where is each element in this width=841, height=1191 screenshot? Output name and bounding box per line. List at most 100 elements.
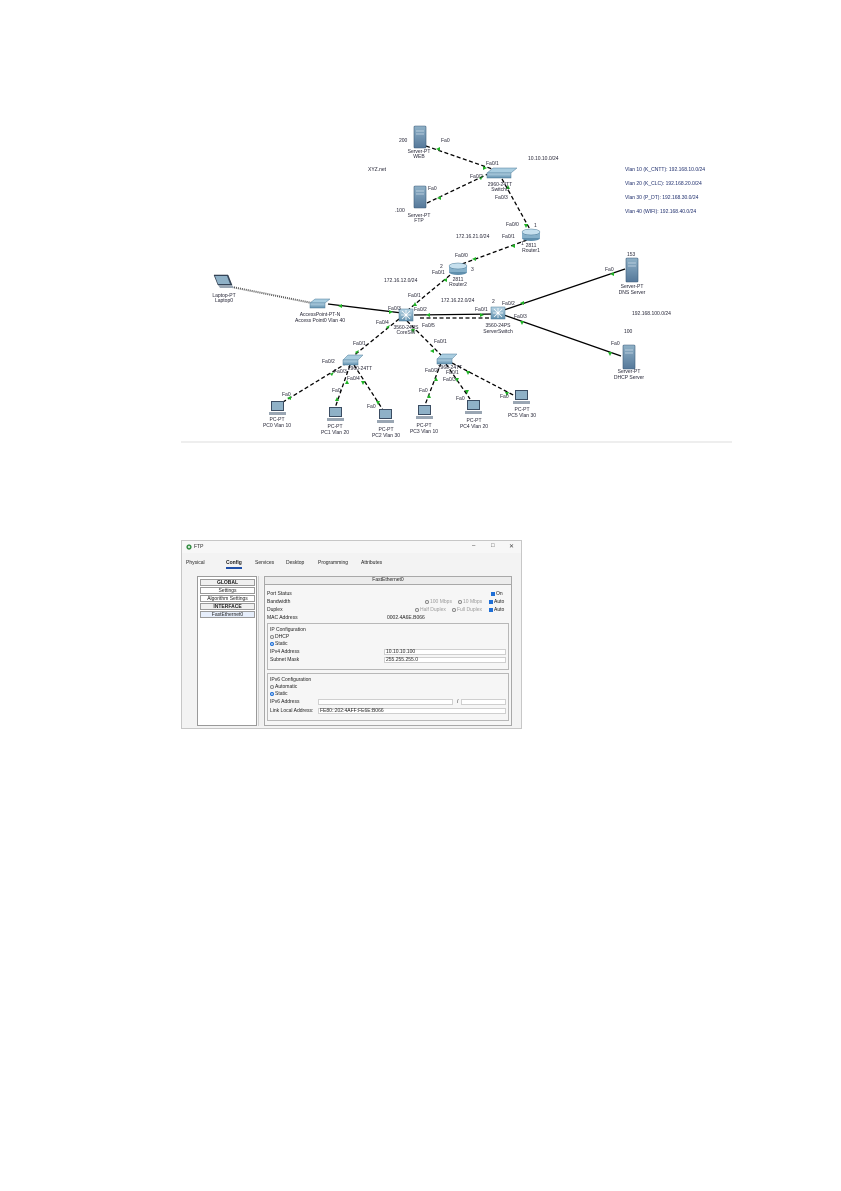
port-label: Fa0/2 <box>414 307 427 313</box>
laptop0[interactable]: Laptop-PT Laptop0 <box>212 274 236 304</box>
duplex-auto-checkbox[interactable]: Auto <box>489 607 504 613</box>
access-point[interactable]: AccessPoint-PT-N Access Point0 Vlan 40 <box>295 298 345 324</box>
router1-type: 2811 <box>526 243 537 249</box>
pc3-type: PC-PT <box>417 423 432 429</box>
ipv6-static-radio[interactable]: Static <box>270 691 288 697</box>
maximize-button[interactable]: □ <box>491 543 495 549</box>
sidebar-header-interface: INTERFACE <box>200 603 255 610</box>
checkbox-checked-icon <box>489 599 493 604</box>
link-swleft-pc0 <box>282 362 348 403</box>
ipv4-address-input[interactable]: 10.10.10.100 <box>384 649 506 655</box>
ftp-server[interactable]: .100 Server-PT FTP <box>395 185 430 224</box>
port-label: Fa0/3 <box>388 306 401 312</box>
dhcp-label: DHCP <box>275 634 290 640</box>
pc1-name: PC1 Vlan 20 <box>321 430 349 436</box>
web-server-type: Server-PT <box>408 149 431 155</box>
tab-services[interactable]: Services <box>255 560 275 566</box>
core-switch[interactable]: 3560-24PS CoreSW <box>393 308 419 336</box>
link-ftp-switch0 <box>426 173 489 204</box>
port-label: Fa0 <box>419 388 428 394</box>
router1[interactable]: 2811 Router1 <box>521 228 541 254</box>
server-switch[interactable]: 3560-24PS ServerSwitch <box>483 306 513 335</box>
dns-server-id: 153 <box>627 252 636 258</box>
server-switch-name: ServerSwitch <box>483 329 513 335</box>
vlan-30-label: Vlan 30 (P_DT): 192.168.30.0/24 <box>625 195 699 201</box>
tab-physical[interactable]: Physical <box>186 560 205 566</box>
radio-icon <box>425 599 429 604</box>
core-switch-type: 3560-24PS <box>393 325 419 331</box>
pc5[interactable]: PC-PT PC5 Vlan 30 <box>508 390 536 419</box>
ipv6-automatic-label: Automatic <box>275 684 298 690</box>
tab-desktop[interactable]: Desktop <box>286 560 305 566</box>
switch0[interactable]: 2960-24TT Switch0 <box>486 167 518 193</box>
pc1-type: PC-PT <box>328 424 343 430</box>
dhcp-server-type: Server-PT <box>618 369 641 375</box>
duplex-half-radio[interactable]: Half Duplex <box>415 607 446 613</box>
port-label: Fa0 <box>332 388 341 394</box>
pc1[interactable]: PC-PT PC1 Vlan 20 <box>321 407 349 436</box>
ipv6-prefix-input[interactable] <box>461 699 506 705</box>
network-label: 172.16.12.0/24 <box>384 278 418 284</box>
port-label: Fa0/1 <box>502 234 515 240</box>
pc2[interactable]: PC-PT PC2 Vlan 30 <box>372 409 400 439</box>
ipv6-configuration-title: IPv6 Configuration <box>270 677 312 683</box>
link-local-address-input[interactable]: FE80::202:4AFF:FE6E:B066 <box>318 708 506 714</box>
bandwidth-label: Bandwidth <box>267 599 291 605</box>
pc5-name: PC5 Vlan 30 <box>508 413 536 419</box>
dhcp-server-name: DHCP Server <box>614 375 645 381</box>
duplex-full-radio[interactable]: Full Duplex <box>452 607 482 613</box>
dns-server[interactable]: 153 Server-PT DNS Server <box>619 252 646 296</box>
web-server[interactable]: 200 Server-PT WEB <box>399 125 431 160</box>
port-label: Fa0 <box>500 394 509 400</box>
access-switch-left[interactable]: 2960-24TT <box>342 354 372 372</box>
port-label: Fa0/2 <box>322 359 335 365</box>
switch0-type: 2960-24TT <box>488 182 512 188</box>
port-label: Fa0/1 <box>408 293 421 299</box>
access-point-name: Access Point0 Vlan 40 <box>295 318 345 324</box>
dhcp-server[interactable]: 100 Server-PT DHCP Server <box>614 329 645 381</box>
interface-panel: FastEthernet0 Port Status On Bandwidth 1… <box>264 576 512 726</box>
sidebar-item-settings[interactable]: Settings <box>200 587 255 594</box>
sidebar-header-global: GLOBAL <box>200 579 255 586</box>
subnet-mask-input[interactable]: 255.255.255.0 <box>384 657 506 663</box>
ipv6-automatic-radio[interactable]: Automatic <box>270 684 297 690</box>
port-label: Fa0/3 <box>495 195 508 201</box>
bandwidth-10-label: 10 Mbps <box>463 599 483 605</box>
close-button[interactable]: ✕ <box>509 544 515 550</box>
ipv6-address-label: IPv6 Address <box>270 699 300 705</box>
port-status-toggle[interactable]: On <box>491 591 503 597</box>
link-swright-pc4 <box>445 363 471 400</box>
bandwidth-auto-checkbox[interactable]: Auto <box>489 599 504 605</box>
static-radio[interactable]: Static <box>270 641 288 647</box>
ipv6-address-input[interactable] <box>318 699 453 705</box>
interface-panel-header: FastEthernet0 <box>265 577 511 585</box>
tab-attributes[interactable]: Attributes <box>361 560 383 566</box>
bandwidth-10-radio[interactable]: 10 Mbps <box>458 599 482 605</box>
dhcp-radio[interactable]: DHCP <box>270 634 289 640</box>
port-label: Fa0/1 <box>475 307 488 313</box>
web-server-id: 200 <box>399 138 408 144</box>
dns-server-name: DNS Server <box>619 290 646 296</box>
window-titlebar[interactable]: FTP – □ ✕ <box>182 541 521 553</box>
sidebar-scrollbar[interactable] <box>258 576 263 726</box>
vlan-20-label: Vlan 20 (K_CLC): 192.168.20.0/24 <box>625 181 702 187</box>
tab-config[interactable]: Config <box>226 560 242 569</box>
duplex-label: Duplex <box>267 607 283 613</box>
router2[interactable]: 2811 Router2 <box>448 262 468 288</box>
bandwidth-auto-label: Auto <box>494 599 505 605</box>
pc3[interactable]: PC-PT PC3 Vlan 10 <box>410 405 438 435</box>
switch0-name: Switch0 <box>491 187 509 193</box>
bandwidth-100-radio[interactable]: 100 Mbps <box>425 599 452 605</box>
duplex-full-label: Full Duplex <box>457 607 483 613</box>
laptop0-type: Laptop-PT <box>212 293 235 299</box>
sidebar-item-fastethernet0[interactable]: FastEthernet0 <box>200 611 255 618</box>
access-switch-right[interactable]: 2960-24TT <box>436 353 462 371</box>
port-label: Fa0/0 <box>506 222 519 228</box>
pc0[interactable]: PC-PT PC0 Vlan 10 <box>263 401 291 429</box>
pc4[interactable]: PC-PT PC4 Vlan 20 <box>460 400 488 430</box>
minimize-button[interactable]: – <box>472 543 476 549</box>
tab-programming[interactable]: Programming <box>318 560 349 566</box>
ftp-server-id: .100 <box>395 208 405 214</box>
sidebar-item-algorithm-settings[interactable]: Algorithm Settings <box>200 595 255 602</box>
port-status-on-label: On <box>496 591 503 597</box>
